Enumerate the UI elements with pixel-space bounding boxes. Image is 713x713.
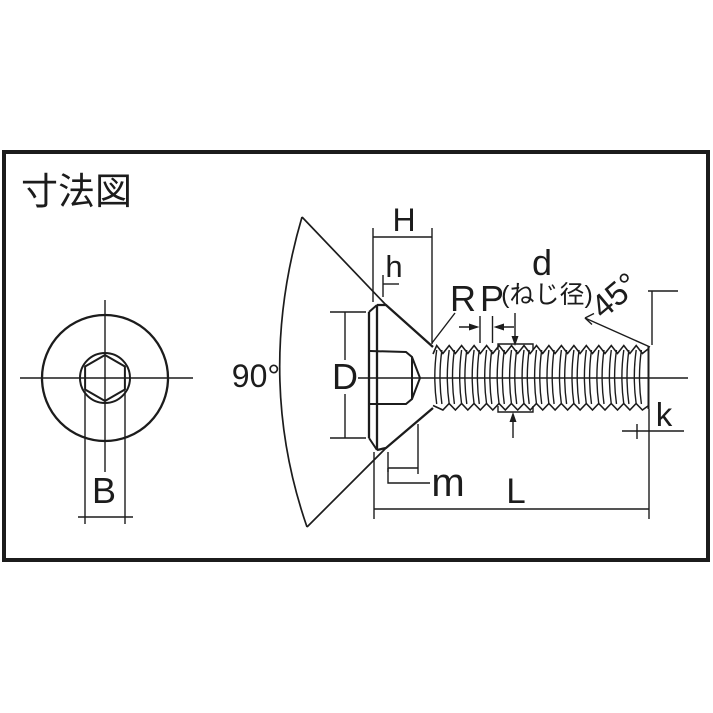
thread-line: [533, 349, 538, 405]
label-b: B: [92, 470, 116, 511]
side-view-head: [358, 303, 688, 452]
thread-line: [571, 349, 575, 405]
angle-arc: [278, 216, 308, 528]
thread-line: [459, 349, 463, 405]
chamfer-angle-arrow: [584, 312, 595, 326]
thread-line: [464, 349, 468, 405]
thread-line: [546, 349, 550, 405]
h-small-dimension: h: [382, 249, 403, 297]
thread-line: [432, 343, 649, 355]
head-cone-top: [377, 303, 434, 348]
label-P: P: [480, 278, 504, 319]
thread-line: [489, 349, 493, 405]
thread-line: [558, 349, 563, 405]
d-crest-bracket-bottom: [497, 406, 534, 413]
label-H: H: [392, 202, 415, 238]
thread-pattern: [432, 343, 649, 412]
chamfer-angle-group: 45°: [584, 265, 678, 348]
k-dimension: k: [622, 396, 684, 439]
drawing-frame: [2, 150, 710, 562]
chamfer-angle-line: [584, 317, 651, 348]
label-h: h: [385, 249, 402, 284]
thread-line: [621, 349, 625, 405]
thread-line: [551, 349, 555, 405]
thread-line: [439, 349, 443, 405]
d-crest-bracket-top: [497, 343, 534, 350]
thread-line: [526, 349, 530, 405]
angle-line-upper: [301, 216, 387, 306]
r-p-dimensions: R P: [431, 278, 514, 344]
thread-line: [521, 349, 525, 405]
head-chamfer-top: [368, 304, 378, 313]
d-arrow-up-head: [509, 412, 517, 422]
thread-line: [484, 349, 488, 405]
thread-line: [588, 349, 593, 405]
thread-line: [583, 349, 587, 405]
thread-line: [432, 402, 649, 412]
label-90deg: 90°: [232, 358, 280, 394]
thread-line: [451, 349, 456, 405]
thread-line: [471, 349, 475, 405]
thread-line: [633, 349, 637, 405]
thread-line: [446, 349, 450, 405]
label-45deg: 45°: [584, 265, 646, 325]
thread-line: [501, 349, 505, 405]
thread-line: [608, 349, 612, 405]
label-R: R: [450, 278, 476, 319]
l-dimension: L: [373, 409, 650, 519]
m-dimension: m: [387, 424, 465, 505]
label-L: L: [506, 472, 525, 511]
R-leader-line: [431, 312, 456, 344]
thread-diameter-dimension: d (ねじ径): [497, 242, 593, 438]
head-chamfer-bottom: [368, 437, 378, 451]
thread-line: [638, 349, 643, 405]
d-capital-dimension: D: [330, 311, 366, 439]
thread-line: [576, 349, 580, 405]
d-arrow-down-head: [511, 336, 519, 346]
countersink-angle-group: 90°: [232, 216, 387, 528]
label-D: D: [332, 356, 358, 397]
thread-line: [564, 349, 568, 405]
label-d-note: (ねじ径): [501, 281, 593, 309]
head-cone-bottom: [376, 407, 434, 452]
label-m: m: [431, 461, 464, 505]
h-capital-dimension: H: [372, 202, 433, 344]
thread-line: [508, 349, 513, 405]
front-view: B: [20, 300, 193, 524]
thread-line: [626, 349, 630, 405]
P-arrow-left-head: [469, 323, 480, 331]
thread-line: [514, 349, 518, 405]
thread-line: [596, 349, 600, 405]
label-d: d: [532, 242, 552, 283]
thread-line: [539, 349, 543, 405]
label-k: k: [656, 396, 673, 433]
thread-line: [496, 349, 500, 405]
angle-line-lower: [306, 447, 387, 528]
thread-line: [434, 349, 438, 405]
P-arrow-right-head: [493, 323, 504, 331]
thread-line: [476, 349, 480, 405]
thread-line: [613, 349, 618, 405]
drawing-title: 寸法図: [21, 171, 132, 212]
thread-line: [601, 349, 605, 405]
m-leader-line: [387, 468, 430, 484]
